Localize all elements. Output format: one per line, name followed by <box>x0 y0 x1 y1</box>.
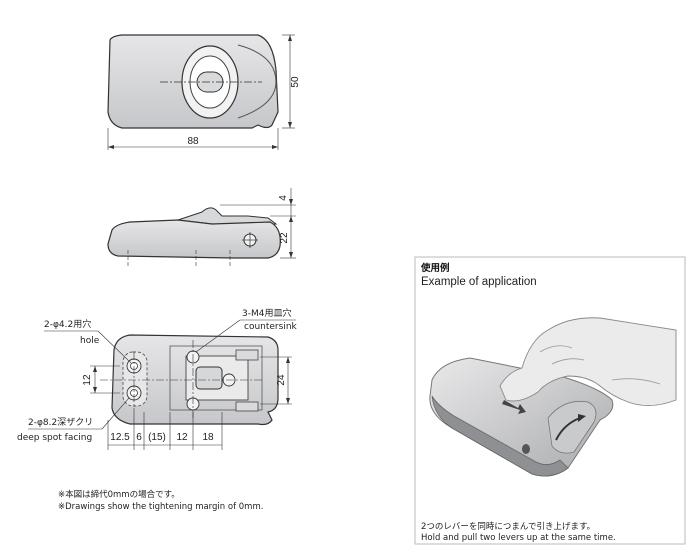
dim-12-5: 12.5 <box>110 432 130 443</box>
top-view: 50 88 <box>107 34 301 150</box>
dim-15: (15) <box>148 432 166 443</box>
spot-facing-label-en: deep spot facing <box>17 433 92 443</box>
dim-18: 18 <box>202 432 214 443</box>
top-view-width-dim: 88 <box>187 136 199 147</box>
side-view-height-dim: 22 <box>279 232 290 244</box>
note-jp: ※本図は締代0mmの場合です。 <box>58 489 180 500</box>
top-view-height-dim: 50 <box>290 76 301 88</box>
bottom-view-left-dim: 12 <box>82 374 93 386</box>
dim-12-b: 12 <box>176 432 188 443</box>
application-panel: 使用例 Example of application 2つのレバーを同時につまん… <box>414 256 686 545</box>
hole-label-en: hole <box>80 336 100 346</box>
application-photo <box>429 317 677 477</box>
side-view-body <box>107 219 281 259</box>
side-view-lever <box>177 207 278 225</box>
countersink-label-en: countersink <box>244 322 298 332</box>
side-view-top-dim: 4 <box>278 195 289 201</box>
bottom-view: 2-φ4.2用穴 hole 2-φ8.2深ザクリ deep spot facin… <box>17 307 298 450</box>
bottom-view-right-dim: 24 <box>276 374 287 386</box>
countersink-label-jp: 3-M4用皿穴 <box>242 307 291 319</box>
hole-label-jp: 2-φ4.2用穴 <box>44 318 91 330</box>
application-title-jp: 使用例 <box>420 262 450 274</box>
side-view: 4 22 <box>107 188 296 268</box>
application-caption-jp: 2つのレバーを同時につまんで引き上げます。 <box>421 522 595 532</box>
spot-facing-label-jp: 2-φ8.2深ザクリ <box>28 417 93 428</box>
application-title-en: Example of application <box>421 276 537 288</box>
dim-6: 6 <box>136 432 142 443</box>
note-en: ※Drawings show the tightening margin of … <box>58 502 263 512</box>
application-caption-en: Hold and pull two levers up at the same … <box>421 533 616 543</box>
top-view-lever-outline <box>237 44 277 119</box>
